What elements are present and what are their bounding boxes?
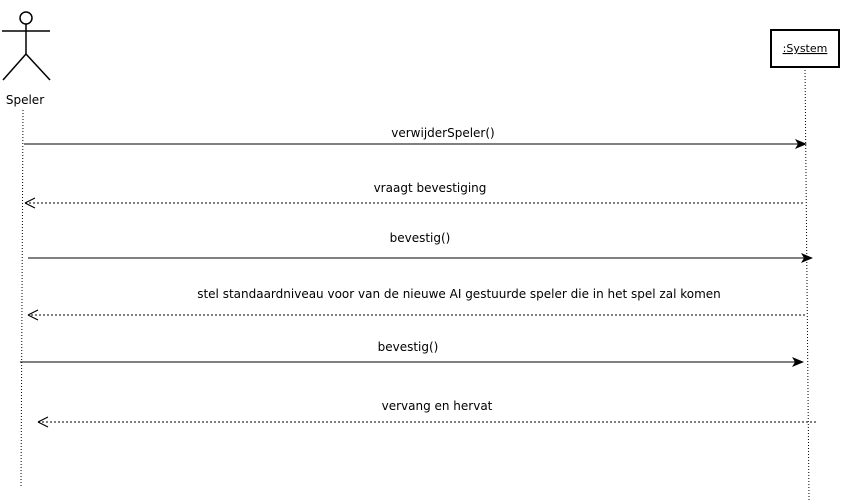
system-object: :System bbox=[770, 29, 840, 68]
message-label: stel standaardniveau voor van de nieuwe … bbox=[197, 287, 721, 301]
system-box bbox=[770, 29, 840, 68]
message-label: verwijderSpeler() bbox=[391, 126, 494, 140]
message-label: vervang en hervat bbox=[382, 399, 493, 413]
message-5: bevestig() bbox=[20, 340, 804, 367]
actor-lifeline bbox=[20, 109, 24, 487]
stick-figure-icon bbox=[2, 11, 51, 81]
message-2: vraagt bevestiging bbox=[24, 181, 803, 209]
message-label: bevestig() bbox=[390, 231, 451, 245]
message-6: vervang en hervat bbox=[37, 399, 816, 428]
message-4: stel standaardniveau voor van de nieuwe … bbox=[27, 287, 805, 321]
message-3: bevestig() bbox=[28, 231, 813, 263]
system-label: :System bbox=[783, 42, 828, 55]
open-arrowhead bbox=[24, 197, 36, 209]
system-lifeline bbox=[804, 66, 810, 501]
actor-speler: Speler bbox=[2, 11, 51, 107]
message-1: verwijderSpeler() bbox=[24, 126, 807, 149]
actor-label: Speler bbox=[6, 93, 44, 107]
message-label: bevestig() bbox=[378, 340, 439, 354]
open-arrowhead bbox=[37, 416, 49, 428]
open-arrowhead bbox=[27, 309, 39, 321]
message-label: vraagt bevestiging bbox=[374, 181, 487, 195]
